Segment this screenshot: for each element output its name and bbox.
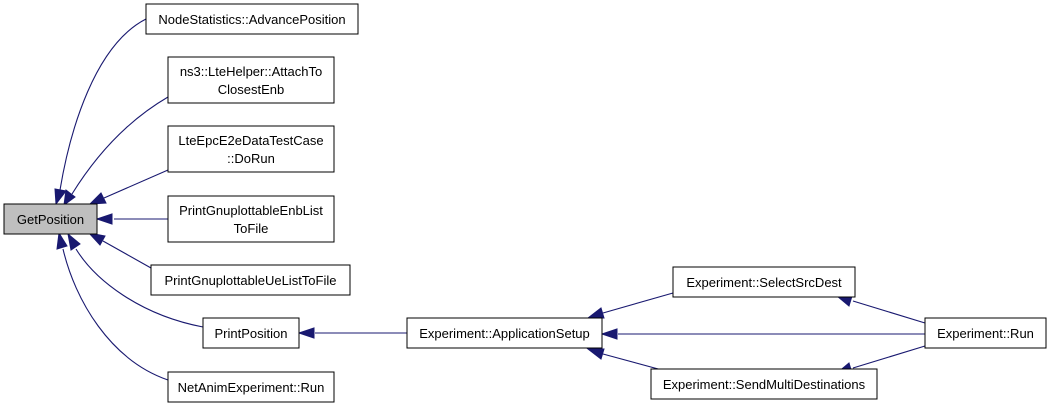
node-netanimexperiment-run[interactable]: NetAnimExperiment::Run bbox=[167, 371, 335, 403]
edge-arrowhead bbox=[67, 232, 81, 251]
node-label: Experiment::SendMultiDestinations bbox=[663, 377, 866, 392]
edge-selectsrcdest-to-applicationsetup bbox=[602, 292, 674, 314]
node-label: Experiment::ApplicationSetup bbox=[419, 326, 590, 341]
node-label: PrintGnuplottableEnbList bbox=[179, 203, 323, 218]
node-printposition[interactable]: PrintPosition bbox=[202, 317, 300, 349]
edge-attachto-to-getposition bbox=[71, 96, 169, 195]
edge-arrowhead bbox=[87, 232, 106, 246]
node-experiment-selectsrcdest[interactable]: Experiment::SelectSrcDest bbox=[672, 266, 856, 298]
edge-uelist-to-getposition bbox=[102, 240, 152, 269]
node-label: ToFile bbox=[234, 221, 269, 236]
node-printgnuplottableenblisttofile[interactable]: PrintGnuplottableEnbList ToFile bbox=[167, 195, 335, 243]
node-nodestatistics-advanceposition[interactable]: NodeStatistics::AdvancePosition bbox=[145, 3, 359, 35]
edge-advanceposition-to-getposition bbox=[59, 18, 147, 191]
node-label: NodeStatistics::AdvancePosition bbox=[158, 12, 345, 27]
edges bbox=[54, 18, 926, 381]
node-printgnuplottableuelisttofile[interactable]: PrintGnuplottableUeListToFile bbox=[150, 264, 351, 296]
node-label: ClosestEnb bbox=[218, 82, 284, 97]
node-experiment-sendmultidestinations[interactable]: Experiment::SendMultiDestinations bbox=[650, 368, 878, 400]
node-label: Experiment::Run bbox=[937, 326, 1034, 341]
edge-arrowhead bbox=[586, 307, 605, 319]
node-ltehelper-attachtoclosestenb[interactable]: ns3::LteHelper::AttachTo ClosestEnb bbox=[167, 56, 335, 104]
node-getposition[interactable]: GetPosition bbox=[3, 203, 98, 235]
edge-arrowhead bbox=[586, 348, 605, 360]
edge-netanim-to-getposition bbox=[62, 248, 169, 381]
node-experiment-applicationsetup[interactable]: Experiment::ApplicationSetup bbox=[406, 317, 603, 349]
edge-run-to-sendmulti bbox=[852, 345, 926, 369]
node-experiment-run[interactable]: Experiment::Run bbox=[924, 317, 1047, 349]
edge-arrowhead bbox=[95, 213, 113, 225]
node-label: PrintGnuplottableUeListToFile bbox=[165, 273, 337, 288]
node-label: NetAnimExperiment::Run bbox=[178, 380, 325, 395]
node-label: Experiment::SelectSrcDest bbox=[686, 275, 842, 290]
edge-arrowhead bbox=[56, 231, 68, 250]
node-label: ::DoRun bbox=[227, 151, 275, 166]
node-label: GetPosition bbox=[17, 212, 84, 227]
edge-arrowhead bbox=[600, 328, 618, 340]
node-lteepce2edatatestcase-dorun[interactable]: LteEpcE2eDataTestCase ::DoRun bbox=[167, 125, 335, 173]
node-label: ns3::LteHelper::AttachTo bbox=[180, 64, 322, 79]
edge-arrowhead bbox=[63, 189, 76, 207]
edge-dorun-to-getposition bbox=[103, 169, 169, 199]
edge-run-to-selectsrcdest bbox=[852, 300, 926, 324]
edge-arrowhead bbox=[54, 188, 67, 206]
edge-arrowhead bbox=[88, 192, 107, 205]
edge-printposition-to-getposition bbox=[75, 248, 204, 328]
edge-arrowhead bbox=[297, 327, 315, 339]
node-label: PrintPosition bbox=[215, 326, 288, 341]
node-label: LteEpcE2eDataTestCase bbox=[178, 133, 323, 148]
